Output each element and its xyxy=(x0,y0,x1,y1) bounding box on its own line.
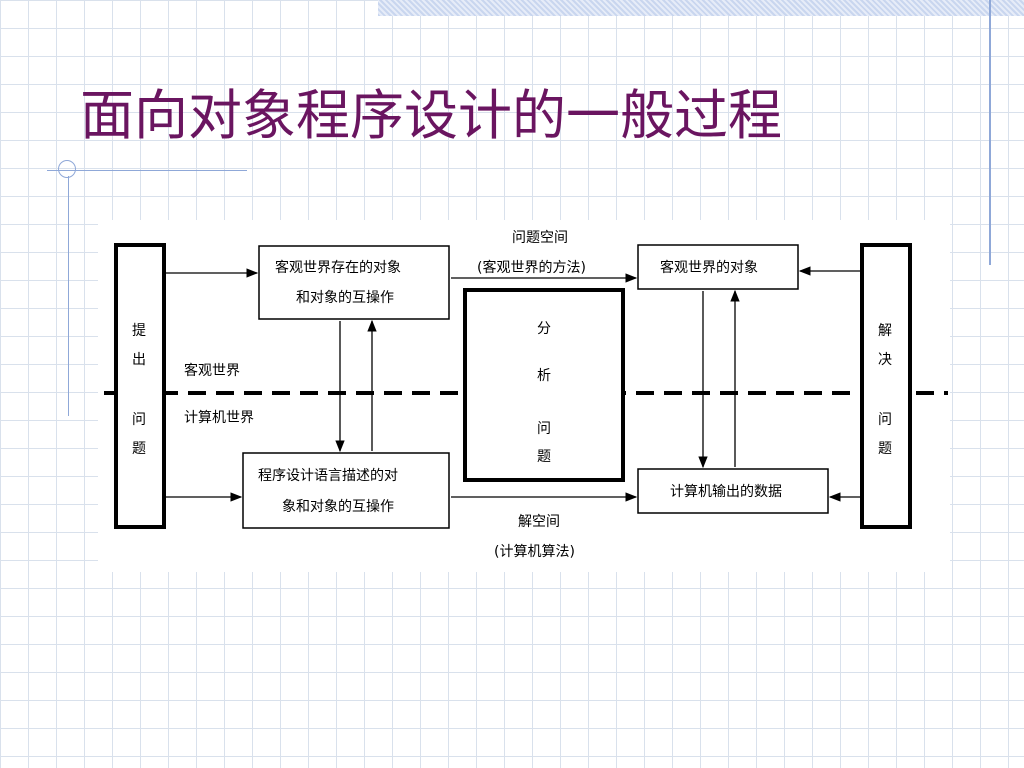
raise-problem-char: 问 xyxy=(132,412,146,428)
program-description-line: 程序设计语言描述的对 xyxy=(258,468,398,484)
solve-problem-char: 解 xyxy=(878,323,892,339)
raise-problem-char: 题 xyxy=(132,441,146,457)
objective-world-label: 客观世界 xyxy=(184,363,240,379)
raise-problem-bar xyxy=(114,243,166,529)
analyze-problem-char: 题 xyxy=(537,449,551,465)
solve-problem-char: 题 xyxy=(878,441,892,457)
analyze-problem-box xyxy=(463,288,625,482)
solution-space-method-label: (计算机算法) xyxy=(494,544,575,560)
decorative-vertical-line xyxy=(989,0,991,265)
objective-world-objects-box xyxy=(637,244,799,290)
solve-problem-char: 问 xyxy=(878,412,892,428)
raise-problem-char: 出 xyxy=(132,352,146,368)
computer-output-label: 计算机输出的数据 xyxy=(670,484,782,500)
computer-world-label: 计算机世界 xyxy=(184,410,254,426)
objective-world-objects-label: 客观世界的对象 xyxy=(660,260,758,276)
objective-objects-box xyxy=(258,245,450,320)
analyze-problem-char: 问 xyxy=(537,421,551,437)
decorative-circle xyxy=(58,160,76,178)
program-description-line: 象和对象的互操作 xyxy=(282,499,394,515)
decorative-horizontal-line xyxy=(47,170,247,171)
objective-objects-line: 和对象的互操作 xyxy=(296,290,394,306)
analyze-problem-char: 析 xyxy=(537,368,551,384)
problem-space-method-label: (客观世界的方法) xyxy=(477,260,586,276)
program-description-box xyxy=(242,452,450,529)
decorative-top-strip xyxy=(378,0,1024,16)
solve-problem-bar xyxy=(860,243,912,529)
solve-problem-char: 决 xyxy=(878,352,892,368)
problem-space-label: 问题空间 xyxy=(512,230,568,246)
objective-objects-line: 客观世界存在的对象 xyxy=(275,260,401,276)
slide-title: 面向对象程序设计的一般过程 xyxy=(80,84,782,147)
solution-space-label: 解空间 xyxy=(518,514,560,530)
decorative-vertical-line xyxy=(68,176,69,416)
computer-output-box xyxy=(637,468,829,514)
analyze-problem-char: 分 xyxy=(537,321,551,337)
raise-problem-char: 提 xyxy=(132,323,146,339)
